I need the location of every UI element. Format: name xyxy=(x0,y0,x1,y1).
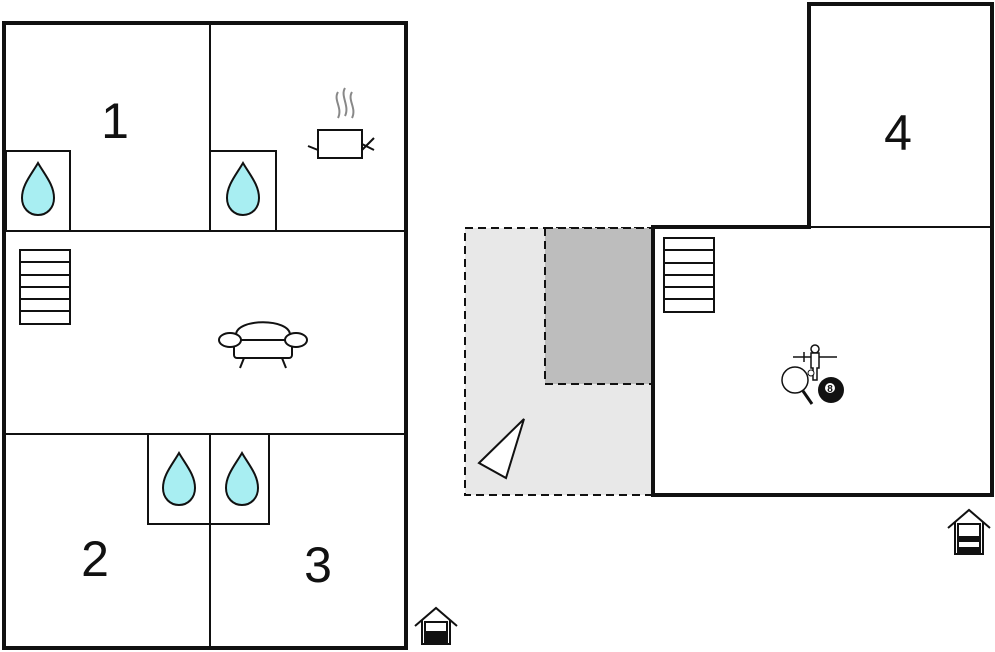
room-label-4: 4 xyxy=(884,105,912,161)
water-drop-icon xyxy=(225,161,261,217)
room-label-2: 2 xyxy=(81,531,109,587)
table-tennis-icon xyxy=(781,366,815,405)
water-drop-icon xyxy=(20,161,56,217)
bathroom-box xyxy=(209,433,270,525)
right-building: 8 4 xyxy=(651,2,994,497)
house-entrance-icon xyxy=(947,508,991,555)
billiard-ball-number: 8 xyxy=(827,384,833,395)
billiard-ball-icon: 8 xyxy=(818,377,844,403)
house-entrance-icon xyxy=(414,606,458,645)
sofa-icon xyxy=(218,321,308,369)
water-drop-icon xyxy=(224,451,260,507)
stairs-icon xyxy=(663,237,715,313)
room-label-3: 3 xyxy=(304,537,332,593)
bathroom-box xyxy=(209,150,277,232)
bathroom-box xyxy=(5,150,71,232)
water-drop-icon xyxy=(161,451,197,507)
sun-lounger-icon xyxy=(477,418,525,480)
terrace-area xyxy=(464,227,654,496)
stairs-icon xyxy=(19,249,71,325)
left-building: 1 2 3 xyxy=(2,21,408,650)
cooking-pot-icon xyxy=(307,87,375,159)
left-building-outline xyxy=(2,21,408,650)
room-label-1: 1 xyxy=(101,93,129,149)
